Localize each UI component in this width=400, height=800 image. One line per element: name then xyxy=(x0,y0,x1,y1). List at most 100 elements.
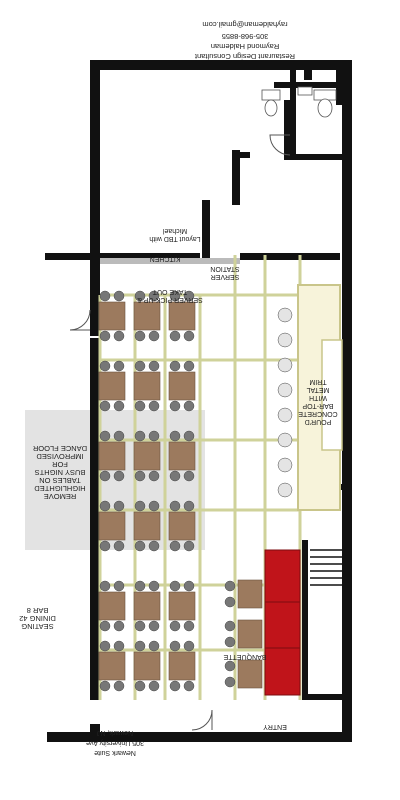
chair xyxy=(183,680,195,692)
chair xyxy=(99,470,111,482)
dining-table xyxy=(98,511,126,541)
chair xyxy=(113,360,125,372)
chair xyxy=(148,360,160,372)
banquette-label: BANQUETTE xyxy=(223,653,267,660)
chair xyxy=(113,580,125,592)
chair xyxy=(148,640,160,652)
dining-table xyxy=(168,511,196,541)
chair xyxy=(224,596,236,608)
entry-door-swing xyxy=(191,709,213,731)
chair xyxy=(224,660,236,672)
chair xyxy=(99,540,111,552)
chair xyxy=(113,290,125,302)
chair xyxy=(134,540,146,552)
chair xyxy=(169,540,181,552)
interior-walls xyxy=(45,60,344,336)
chair xyxy=(224,676,236,688)
chairs xyxy=(99,290,236,692)
chair xyxy=(183,430,195,442)
address-line-1: 305 University Ave xyxy=(86,739,144,746)
chair xyxy=(113,540,125,552)
bar-stool xyxy=(277,357,293,373)
chair xyxy=(134,680,146,692)
chair xyxy=(134,580,146,592)
chair xyxy=(169,620,181,632)
chair xyxy=(169,290,181,302)
chair xyxy=(148,620,160,632)
entry-label: ENTRY xyxy=(263,723,287,730)
chair xyxy=(183,330,195,342)
chair xyxy=(113,620,125,632)
chair xyxy=(134,470,146,482)
kitchen-label: KITCHEN xyxy=(149,255,181,262)
dining-table xyxy=(98,651,126,681)
chair xyxy=(183,580,195,592)
chair xyxy=(113,400,125,412)
consultant-line-1: Restaurant Design Consultant xyxy=(194,52,296,61)
chair xyxy=(224,580,236,592)
restroom-door-swing xyxy=(269,134,291,156)
side-door-swing xyxy=(69,309,91,331)
chair xyxy=(148,290,160,302)
chair xyxy=(99,640,111,652)
chair xyxy=(183,620,195,632)
address-line-3: Newark, NJ xyxy=(96,729,134,736)
chair xyxy=(169,430,181,442)
chair xyxy=(148,540,160,552)
banquette-table xyxy=(237,579,263,609)
bar-stool xyxy=(277,407,293,423)
dining-table xyxy=(168,371,196,401)
chair xyxy=(134,640,146,652)
chair xyxy=(148,470,160,482)
kitchen-pass-counter xyxy=(100,258,240,264)
kitchen-note: Layout TBD with Michael xyxy=(149,227,201,242)
bar-stools xyxy=(277,307,293,498)
chair xyxy=(134,360,146,372)
chair xyxy=(134,500,146,512)
dining-table xyxy=(133,441,161,471)
chair xyxy=(113,680,125,692)
chair xyxy=(169,470,181,482)
dining-table xyxy=(168,441,196,471)
chair xyxy=(113,330,125,342)
banquette-table xyxy=(237,619,263,649)
chair xyxy=(148,430,160,442)
bar-stool xyxy=(277,432,293,448)
chair xyxy=(148,330,160,342)
bar-top-label: POUR'D CONCRETE BAR-TOP WITH METAL TRIM xyxy=(298,378,338,425)
chair xyxy=(99,330,111,342)
bar-stool xyxy=(277,307,293,323)
dining-table xyxy=(98,441,126,471)
dining-tables xyxy=(98,301,263,689)
bar-stool xyxy=(277,382,293,398)
chair xyxy=(134,430,146,442)
chair xyxy=(148,680,160,692)
chair xyxy=(169,360,181,372)
chair xyxy=(148,500,160,512)
chair xyxy=(183,400,195,412)
consultant-line-3: 305-968-8855 xyxy=(221,32,269,41)
chair xyxy=(113,640,125,652)
banquette xyxy=(264,549,301,696)
chair xyxy=(99,580,111,592)
chair xyxy=(169,400,181,412)
chair xyxy=(183,290,195,302)
bar-back-counter xyxy=(321,339,343,451)
dining-table xyxy=(98,301,126,331)
chair xyxy=(169,640,181,652)
chair xyxy=(113,500,125,512)
chair xyxy=(183,500,195,512)
chair xyxy=(224,636,236,648)
banquette-table xyxy=(237,659,263,689)
dining-table xyxy=(133,591,161,621)
dining-table xyxy=(98,371,126,401)
dining-table xyxy=(168,651,196,681)
dining-table xyxy=(98,591,126,621)
restroom-fixtures xyxy=(261,86,337,118)
pickup-label: SERVER PICK-UP & TAKE OUT xyxy=(137,288,203,303)
chair xyxy=(134,330,146,342)
chair xyxy=(99,290,111,302)
dining-table xyxy=(168,591,196,621)
seating-note: SEATING DINING 42 BAR 8 xyxy=(19,606,56,631)
